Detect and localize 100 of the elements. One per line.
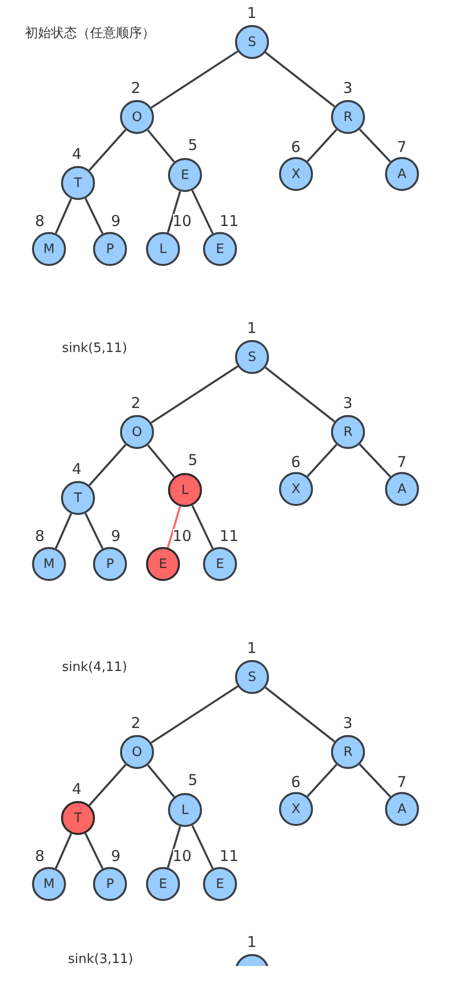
tree-edge [166,826,182,868]
tree-edge [191,190,214,234]
tree-node: A [385,792,419,826]
node-number: 8 [35,529,45,544]
tree-node: O [120,100,154,134]
tree-node: R [331,735,365,769]
tree-edge [306,444,338,478]
tree-edge [150,685,238,744]
node-number: 7 [397,455,407,470]
tree-node: M [32,867,66,901]
node-number: 3 [343,81,353,96]
tree-node: P [93,232,127,266]
tree-node: E [203,547,237,581]
tree-node: O [120,415,154,449]
tree-node: E [146,867,180,901]
node-number: 5 [188,453,198,468]
node-number: 9 [111,849,121,864]
tree-edge [306,128,338,162]
tree-edge [306,764,338,798]
tree-node: P [93,547,127,581]
tree-node: S [235,340,269,374]
tree-edge [84,512,104,550]
tree-edge [88,764,126,806]
tree-node: R [331,415,365,449]
tree-edge [54,513,72,549]
node-number: 6 [291,140,301,155]
tree-edge [147,129,175,163]
tree-edge [88,444,126,486]
node-number: 8 [35,849,45,864]
node-number: 1 [247,6,257,21]
node-number: 7 [397,775,407,790]
node-number: 2 [131,81,141,96]
tree-edge [264,52,336,108]
tree-node: L [168,793,202,827]
tree-edge [54,833,72,869]
node-number: 5 [188,138,198,153]
tree-node: M [32,232,66,266]
tree-edge [147,444,175,478]
node-number: 6 [291,775,301,790]
node-number: 1 [247,641,257,656]
node-number: 10 [172,529,192,544]
tree-node: E [203,867,237,901]
node-number: 6 [291,455,301,470]
tree-node: X [279,472,313,506]
node-number: 11 [220,849,239,864]
tree-node: T [61,801,95,835]
node-number: 1 [247,321,257,336]
node-number: 11 [220,214,239,229]
tree-node: T [61,166,95,200]
node-number: 3 [343,716,353,731]
tree-node: O [120,735,154,769]
node-number: 3 [343,396,353,411]
node-number: 2 [131,396,141,411]
node-number: 4 [72,462,82,477]
node-number: 7 [397,140,407,155]
tree-node: T [61,481,95,515]
tree-node: X [279,792,313,826]
tree-edge [191,504,214,550]
node-number: 1 [247,935,257,950]
tree-node: R [331,100,365,134]
tree-edge [54,198,72,234]
node-number: 10 [172,849,192,864]
tree-edge [358,128,392,162]
tree-edge [88,129,126,171]
tree-edge [191,824,214,870]
tree-node: E [146,547,180,581]
tree-edge [84,198,104,234]
step-label: 初始状态（任意顺序） [25,26,155,42]
tree-edge [358,444,392,478]
tree-edge [147,764,175,798]
tree-node: X [279,157,313,191]
node-number: 11 [220,529,239,544]
node-number: 5 [188,773,198,788]
node-number: 9 [111,214,121,229]
tree-edge [150,365,238,424]
tree-edge [264,366,336,422]
node-number: 10 [172,214,192,229]
node-number: 2 [131,716,141,731]
tree-node: P [93,867,127,901]
tree-edge [166,191,182,233]
tree-edge [264,686,336,742]
tree-node: M [32,547,66,581]
step-label: sink(3,11) [68,952,134,966]
step-label: sink(4,11) [62,660,128,676]
tree-node: A [385,472,419,506]
tree-node: A [385,157,419,191]
tree-node: L [168,473,202,507]
tree-node: S [235,25,269,59]
tree-edge [358,764,392,798]
tree-node: S [235,660,269,694]
node-number: 8 [35,214,45,229]
node-number: 9 [111,529,121,544]
tree-node: E [168,158,202,192]
node-number: 4 [72,147,82,162]
tree-edge [150,50,238,109]
tree-edge [84,832,104,870]
step-label: sink(5,11) [62,341,128,357]
tree-edge [166,506,182,548]
tree-node: E [203,232,237,266]
tree-node: L [146,232,180,266]
